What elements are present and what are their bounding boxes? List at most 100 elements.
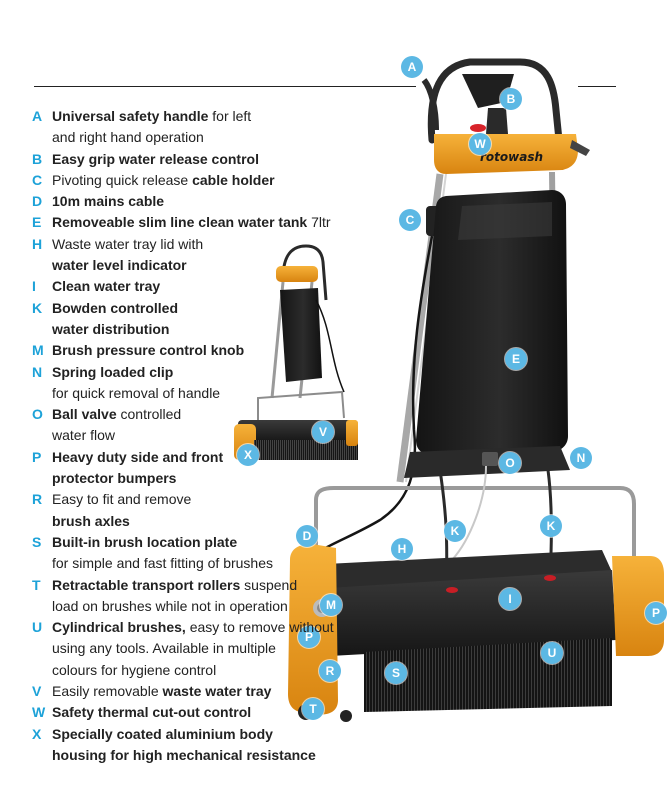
legend-line: Easily removable waste water tray xyxy=(52,681,332,702)
legend-letter: M xyxy=(32,342,44,359)
inset-machine xyxy=(234,244,358,460)
legend-line: Safety thermal cut-out control xyxy=(52,702,332,723)
legend-letter: D xyxy=(32,193,43,210)
callout-s: S xyxy=(385,662,407,684)
legend-line: Removeable slim line clean water tank 7l… xyxy=(52,212,332,233)
legend-text-bold: brush axles xyxy=(52,512,130,529)
legend-line: protector bumpers xyxy=(52,468,332,489)
legend-text: colours for hygiene control xyxy=(52,661,217,678)
legend-letter: E xyxy=(32,214,42,231)
callout-p-right: P xyxy=(645,602,667,624)
legend-line: load on brushes while not in operation xyxy=(52,596,332,617)
legend-item-v: V Easily removable waste water tray xyxy=(32,681,332,702)
legend-line: Bowden controlled xyxy=(52,298,332,319)
legend-item-t: T Retractable transport rollers suspend lo… xyxy=(32,575,332,618)
callout-m: M xyxy=(320,594,342,616)
legend-letter: K xyxy=(32,299,43,316)
legend-item-e: E Removeable slim line clean water tank 7… xyxy=(32,212,332,233)
legend-text-bold: Bowden controlled xyxy=(52,299,178,316)
legend-letter: H xyxy=(32,235,43,252)
legend-text: suspend xyxy=(240,576,298,593)
legend-letter: A xyxy=(32,108,43,124)
legend-text-bold: Brush pressure control knob xyxy=(52,342,245,359)
legend-text: for quick removal of handle xyxy=(52,384,221,401)
legend-text-bold: Removeable slim line clean water tank xyxy=(52,214,308,231)
legend-line: for simple and fast fitting of brushes xyxy=(52,553,332,574)
legend-text: 7ltr xyxy=(307,214,331,231)
legend-line: housing for high mechanical resistance xyxy=(52,745,332,766)
brand-label: rotowash xyxy=(480,150,543,164)
callout-n: N xyxy=(570,447,592,469)
legend-item-x: X Specially coated aluminium body housing … xyxy=(32,724,332,767)
legend-text-bold: Universal safety handle xyxy=(52,108,209,124)
callout-t: T xyxy=(302,698,324,720)
legend-text-bold: Built-in brush location plate xyxy=(52,533,238,550)
legend-letter: W xyxy=(32,704,46,721)
callout-o: O xyxy=(499,452,521,474)
legend-text: controlled xyxy=(116,406,182,423)
legend-line: Waste water tray lid with xyxy=(52,234,332,255)
legend-line: water distribution xyxy=(52,319,332,340)
callout-e: E xyxy=(505,348,527,370)
legend-letter: N xyxy=(32,363,43,380)
legend-item-d: D 10m mains cable xyxy=(32,191,332,212)
callout-p-left: P xyxy=(298,626,320,648)
legend-letter: C xyxy=(32,171,43,188)
legend-text: for simple and fast fitting of brushes xyxy=(52,555,273,572)
legend-line: Cylindrical brushes, easy to remove with… xyxy=(52,617,334,638)
legend-line: Heavy duty side and front xyxy=(52,447,332,468)
legend-text-bold: cable holder xyxy=(192,171,275,188)
callout-a: A xyxy=(401,56,423,78)
legend-text: using any tools. Available in multiple xyxy=(52,640,276,657)
legend-letter: I xyxy=(32,278,36,295)
legend-text-bold: 10m mains cable xyxy=(52,193,165,210)
legend-item-s: S Built-in brush location plate for simple… xyxy=(32,532,332,575)
callout-k-right: K xyxy=(540,515,562,537)
legend-line: Brush pressure control knob xyxy=(52,340,332,361)
legend-text: water flow xyxy=(52,427,116,444)
legend-line: Easy grip water release control xyxy=(52,149,332,170)
legend-line: 10m mains cable xyxy=(52,191,332,212)
legend-text-bold: Retractable transport rollers xyxy=(52,576,241,593)
legend-line: brush axles xyxy=(52,511,332,532)
legend-line: Spring loaded clip xyxy=(52,362,332,383)
callout-v: V xyxy=(312,421,334,443)
legend-item-m: M Brush pressure control knob xyxy=(32,340,332,361)
legend-text: Pivoting quick release xyxy=(52,171,193,188)
legend-text-bold: Spring loaded clip xyxy=(52,363,174,380)
legend-text-bold: housing for high mechanical resistance xyxy=(52,746,316,763)
legend-letter: O xyxy=(32,406,43,423)
legend-letter: T xyxy=(32,576,41,593)
legend-text-bold: Clean water tray xyxy=(52,278,161,295)
legend-line: using any tools. Available in multiple xyxy=(52,638,332,659)
callout-c: C xyxy=(399,209,421,231)
legend-line: for quick removal of handle xyxy=(52,383,332,404)
legend-letter: X xyxy=(32,725,42,742)
legend-text-bold: Safety thermal cut-out control xyxy=(52,704,252,721)
callout-h: H xyxy=(391,538,413,560)
legend-letter: S xyxy=(32,533,42,550)
legend-text: easy to remove without xyxy=(185,619,334,636)
legend-line: water level indicator xyxy=(52,255,332,276)
top-rule-left xyxy=(34,86,416,87)
legend-line: Specially coated aluminium body xyxy=(52,724,332,745)
legend-item-c: C Pivoting quick release cable holder xyxy=(32,170,332,191)
main-machine: rotowash xyxy=(288,58,664,722)
callout-k-left: K xyxy=(444,520,466,542)
legend-text-bold: waste water tray xyxy=(162,683,272,700)
legend-line: and right hand operation xyxy=(52,127,332,148)
legend-item-h: H Waste water tray lid with water level in… xyxy=(32,234,332,277)
legend-text: Waste water tray lid with xyxy=(52,235,204,252)
legend-text-bold: Specially coated aluminium body xyxy=(52,725,273,742)
legend-item-w: W Safety thermal cut-out control xyxy=(32,702,332,723)
legend-letter: V xyxy=(32,683,42,700)
legend-text-bold: protector bumpers xyxy=(52,470,177,487)
callout-b: B xyxy=(500,88,522,110)
legend-line: Universal safety handle for left xyxy=(52,106,332,127)
